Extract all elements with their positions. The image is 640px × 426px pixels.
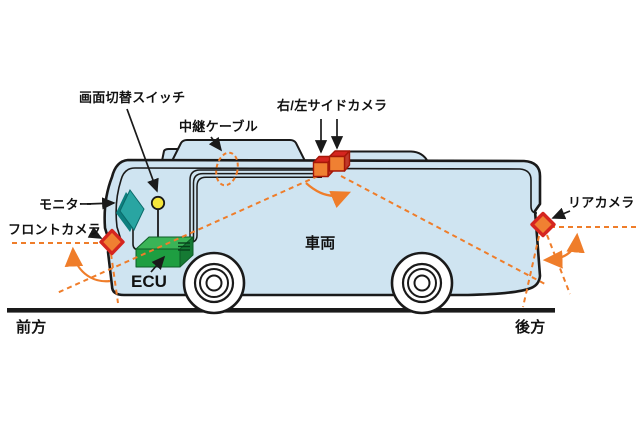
screen-switch-leader: [126, 108, 159, 193]
roof-ac-unit: [170, 139, 307, 162]
label-ecu: ECU: [131, 272, 167, 291]
switch-knob: [150, 195, 166, 211]
roof-units: [160, 139, 430, 163]
side-camera-shapes: [312, 150, 351, 178]
side-fov-to-rear: [340, 175, 546, 285]
label-rear-direction: 後方: [515, 319, 546, 336]
ground-line: [7, 308, 555, 313]
rear-wheel: [390, 251, 454, 315]
side-camera-arc: [305, 182, 352, 208]
front-camera-arc: [64, 246, 111, 283]
rear-camera-arc: [542, 232, 585, 269]
label-monitor: モニター: [39, 197, 93, 212]
rear-camera-leader: [551, 207, 571, 220]
ecu-leader: [150, 255, 166, 273]
label-front-direction: 前方: [16, 319, 47, 336]
fov-dashed-lines: [12, 175, 638, 308]
label-front-camera: フロントカメラ: [8, 222, 102, 237]
screen-switch-shape: [150, 195, 166, 243]
relay-cable-highlight: [215, 151, 239, 187]
label-side-camera: 右/左サイドカメラ: [277, 98, 388, 113]
fov-rotation-arcs: [64, 182, 585, 283]
side-fov-to-front: [56, 175, 319, 294]
rear-fov-down-right: [546, 234, 571, 295]
bus-body: [103, 158, 542, 297]
rear-camera-shape: [530, 211, 556, 238]
label-relay-cable: 中継ケーブル: [179, 119, 259, 134]
front-camera-shape: [99, 228, 125, 256]
rear-fov-down-left: [522, 235, 540, 308]
label-vehicle: 車両: [305, 235, 336, 252]
label-screen-switch: 画面切替スイッチ: [79, 90, 186, 105]
front-camera-leader: [87, 226, 103, 239]
leader-arrows: [86, 108, 571, 273]
ecu-shape: [135, 236, 194, 268]
front-wheel: [182, 251, 246, 315]
monitor-screen: [119, 189, 145, 231]
monitor-leader: [86, 197, 116, 210]
relay-cable-leader: [208, 136, 223, 152]
label-rear-camera: リアカメラ: [568, 195, 635, 210]
right-side-camera-cube: [328, 150, 351, 172]
